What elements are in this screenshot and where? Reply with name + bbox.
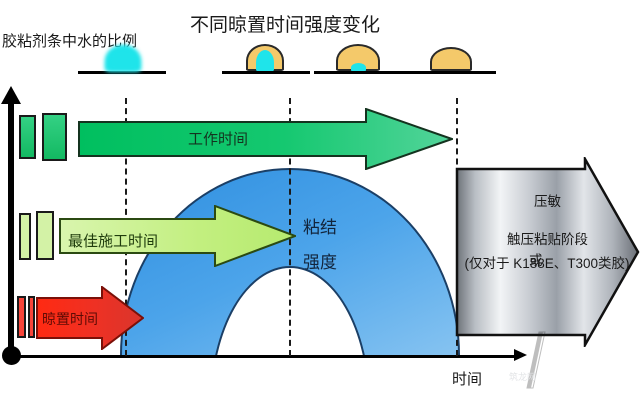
specimen-dry-bead: [406, 42, 496, 74]
origin-dot: [2, 346, 21, 365]
arrow-flash-off-time: 晾置时间: [36, 286, 144, 350]
arch-label-line1: 粘结: [303, 218, 337, 237]
watermark: 筑龙网: [509, 331, 546, 389]
x-axis-label: 时间: [452, 371, 483, 388]
diagram-title: 不同晾置时间强度变化: [190, 15, 381, 36]
work-time-tail-tick-2: [42, 113, 67, 161]
flash-off-tail-tick-2: [28, 296, 35, 338]
arrow-flash-off-label: 晾置时间: [42, 311, 98, 327]
x-axis: [11, 355, 516, 358]
svg-text:筑龙网: 筑龙网: [509, 371, 536, 382]
specimen-drier-bead: [314, 42, 406, 74]
bead-shape: [430, 47, 472, 71]
bead-shape: [336, 44, 380, 71]
specimen-wet-bead: [78, 42, 166, 74]
pressure-block-line2: 触压粘贴阶段: [507, 232, 588, 247]
pressure-block-line1: 压敏: [534, 194, 561, 209]
pressure-block-overlay-char: 或: [529, 253, 543, 268]
y-axis: [8, 96, 14, 358]
work-time-tail-tick-1: [19, 115, 36, 159]
specimen-partly-dry-bead: [222, 42, 310, 74]
arch-label-line2: 强度: [303, 253, 337, 272]
arrow-best-time-label: 最佳施工时间: [68, 233, 159, 250]
best-time-tail-tick-2: [36, 211, 54, 260]
left-caption: 胶粘剂条中水的比例: [2, 33, 138, 50]
bead-shape: [105, 45, 141, 71]
flash-off-tail-tick-1: [17, 296, 26, 338]
arrow-work-time: 工作时间: [78, 108, 453, 170]
pressure-sensitive-block: 压敏 触压粘贴阶段 (仅对于 K188E、T300类胶) 或: [455, 154, 640, 352]
x-axis-arrowhead: [514, 349, 527, 361]
guide-line-2: [289, 98, 291, 356]
arrow-work-time-label: 工作时间: [188, 131, 249, 148]
best-time-tail-tick-1: [19, 213, 31, 260]
bead-shape: [246, 44, 284, 71]
y-axis-arrowhead: [1, 86, 21, 104]
arrow-best-time: 最佳施工时间: [59, 205, 296, 267]
pressure-block-line3: (仅对于 K188E、T300类胶): [464, 256, 630, 271]
